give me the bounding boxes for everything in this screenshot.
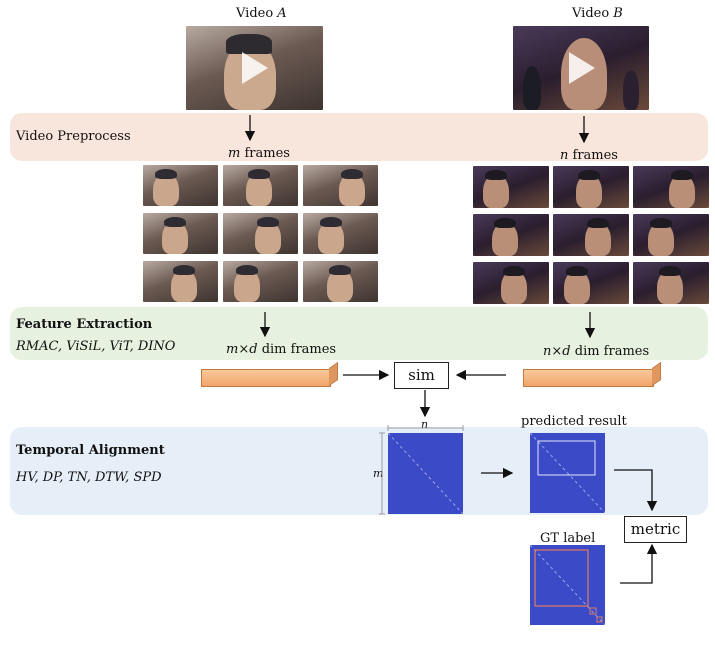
feature-title: Feature Extraction: [16, 317, 153, 332]
predicted-label: predicted result: [521, 414, 627, 429]
predicted-matrix: [530, 433, 605, 513]
frame-thumbnail: [143, 165, 218, 206]
frame-thumbnail: [303, 213, 378, 254]
sim-box: sim: [394, 362, 449, 389]
feature-methods: RMAC, ViSiL, ViT, DINO: [16, 339, 176, 354]
frame-thumbnail: [143, 213, 218, 254]
gt-matrix: [530, 545, 605, 625]
matrix-m-label: m: [373, 467, 384, 480]
frame-thumbnail: [553, 166, 629, 208]
video-b-thumbnail[interactable]: [513, 26, 649, 110]
matrix-n-label: n: [421, 418, 429, 431]
feature-bar-a: [201, 369, 331, 387]
video-b-title: Video B: [572, 6, 623, 21]
frame-thumbnail: [303, 261, 378, 302]
frame-thumbnail: [553, 262, 629, 304]
frame-thumbnail: [303, 165, 378, 206]
frame-thumbnail: [473, 262, 549, 304]
frame-thumbnail: [143, 261, 218, 302]
video-a-thumbnail[interactable]: [186, 26, 323, 110]
gt-label: GT label: [540, 531, 596, 546]
feature-bar-b: [523, 369, 654, 387]
frame-thumbnail: [633, 166, 709, 208]
frame-thumbnail: [223, 165, 298, 206]
play-icon[interactable]: [569, 52, 595, 84]
video-a-title: Video A: [236, 6, 287, 21]
frame-thumbnail: [553, 214, 629, 256]
frame-thumbnail: [473, 166, 549, 208]
frame-thumbnail: [633, 214, 709, 256]
temporal-methods: HV, DP, TN, DTW, SPD: [16, 470, 162, 485]
frame-thumbnail: [473, 214, 549, 256]
frame-thumbnail: [223, 213, 298, 254]
frame-thumbnail: [633, 262, 709, 304]
preprocess-band: [10, 113, 708, 161]
features-b-label: n×d dim frames: [543, 344, 650, 359]
metric-box: metric: [624, 516, 687, 543]
preprocess-title: Video Preprocess: [16, 129, 131, 144]
features-a-label: m×d dim frames: [226, 342, 337, 357]
frame-thumbnail: [223, 261, 298, 302]
play-icon[interactable]: [242, 52, 268, 84]
frames-a-label: m frames: [228, 146, 290, 161]
similarity-matrix: [388, 433, 463, 514]
temporal-title: Temporal Alignment: [16, 443, 165, 458]
frames-b-label: n frames: [560, 148, 618, 163]
